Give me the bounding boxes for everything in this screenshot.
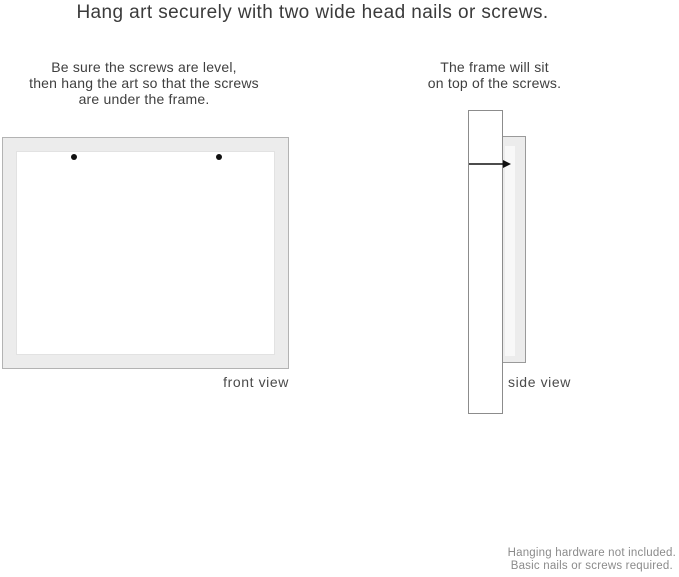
- side-view-label: side view: [508, 374, 571, 390]
- screw-dot-right: [216, 154, 222, 160]
- footnote-line: Basic nails or screws required.: [510, 560, 673, 572]
- artwork-area: [16, 151, 275, 355]
- footnote-line: Hanging hardware not included.: [507, 547, 676, 559]
- side-view-wall: [468, 110, 503, 414]
- instruction-line: are under the frame.: [78, 91, 210, 107]
- side-frame-inner-edge: [505, 146, 515, 356]
- side-view-instructions: The frame will sit on top of the screws.: [374, 59, 615, 91]
- page-title: Hang art securely with two wide head nai…: [76, 2, 549, 23]
- nail-icon: [469, 160, 511, 168]
- screw-dot-left: [71, 154, 77, 160]
- instruction-line: on top of the screws.: [427, 75, 562, 91]
- front-view-label: front view: [223, 374, 289, 390]
- front-view-instructions: Be sure the screws are level, then hang …: [24, 59, 264, 107]
- side-view-frame: [502, 136, 526, 363]
- instruction-line: Be sure the screws are level,: [51, 59, 237, 75]
- instruction-line: then hang the art so that the screws: [29, 75, 259, 91]
- footnote: Hanging hardware not included. Basic nai…: [508, 547, 676, 573]
- instruction-line: The frame will sit: [440, 59, 549, 75]
- front-view-frame: [2, 137, 289, 369]
